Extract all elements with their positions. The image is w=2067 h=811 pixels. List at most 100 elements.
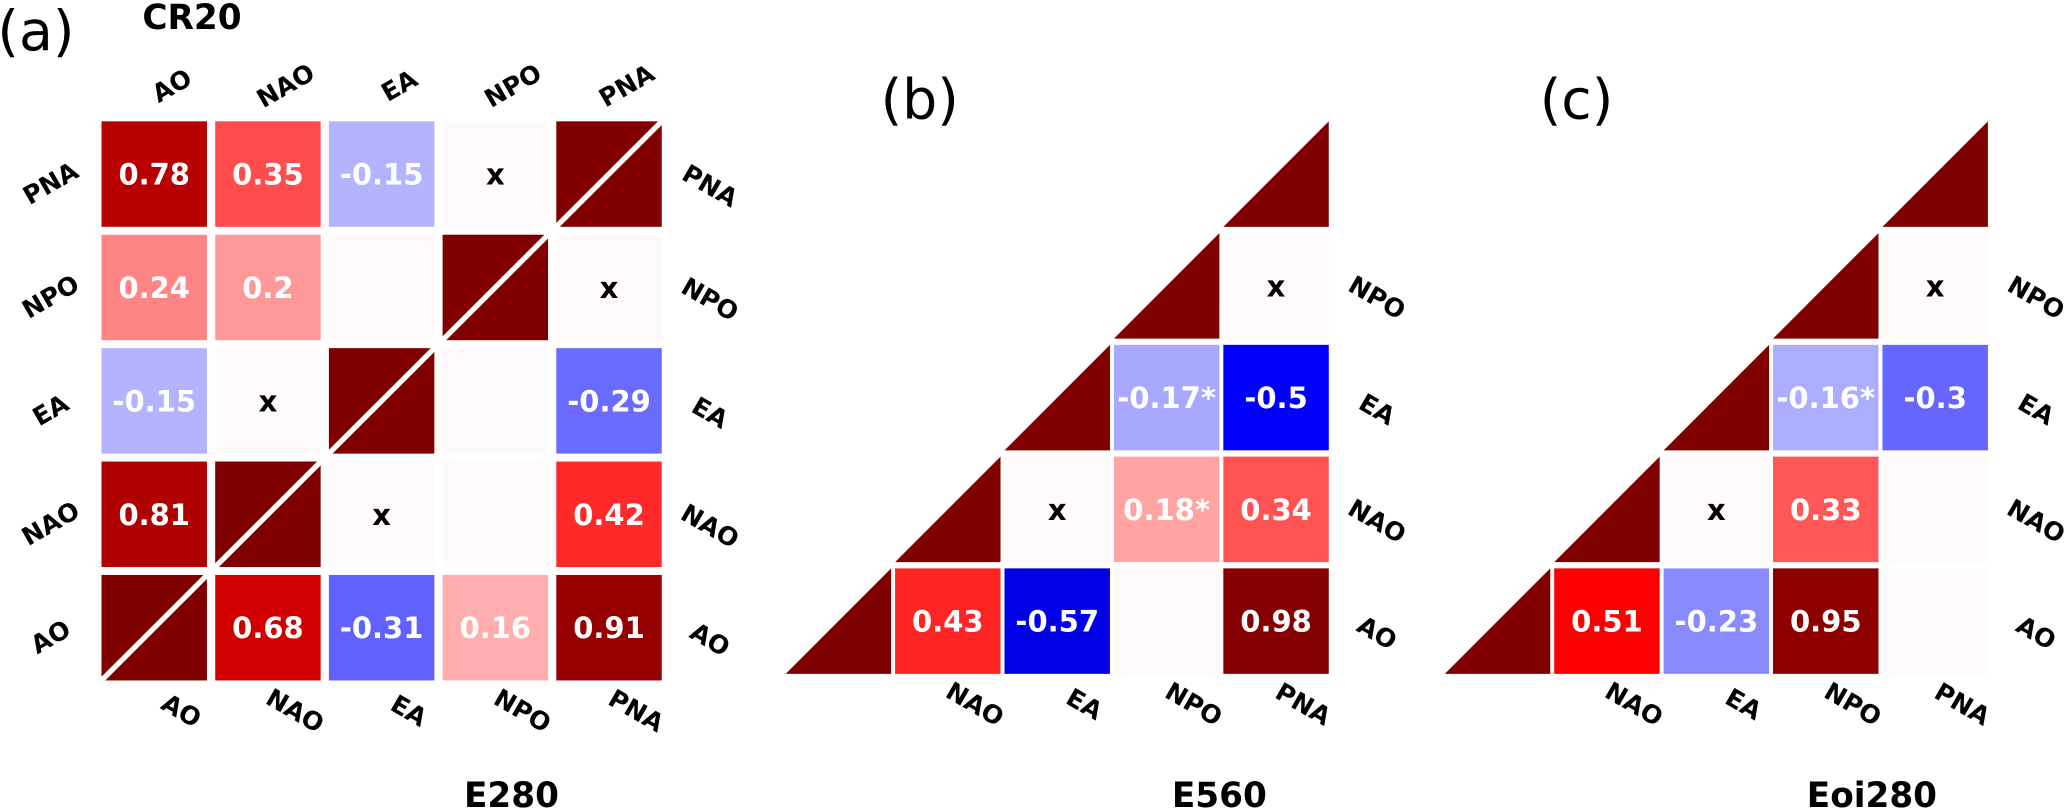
diagonal-triangle — [1223, 121, 1329, 227]
y-tick-label-right: NAO — [676, 498, 744, 554]
diagonal-divider — [97, 116, 667, 685]
cell-value-label: -0.17* — [1117, 381, 1216, 415]
heatmap-cell — [556, 461, 662, 568]
cell-value-label: 0.33 — [1790, 493, 1862, 527]
x-tick-label-bottom: PNA — [1271, 677, 1337, 732]
heatmap-cell — [442, 121, 549, 227]
heatmap-cell — [101, 234, 207, 341]
heatmap-cell — [1882, 344, 1988, 451]
heatmap-cell — [1223, 456, 1329, 563]
y-tick-label-right: AO — [685, 617, 735, 662]
cell-value-label: -0.31 — [340, 611, 424, 645]
cell-value-label: -0.29 — [567, 384, 651, 418]
cell-insignificant-mark: x — [600, 271, 619, 305]
cell-insignificant-mark: x — [1267, 269, 1286, 303]
diagonal-triangle — [785, 568, 892, 674]
heatmap-cell — [1223, 344, 1329, 451]
heatmap-cell — [1773, 568, 1879, 674]
heatmap-cell — [1113, 456, 1220, 563]
cell-insignificant-mark: x — [1707, 493, 1726, 527]
y-tick-label-right: AO — [1352, 610, 1402, 655]
x-tick-label-top: NAO — [252, 58, 320, 114]
heatmap-cell — [1004, 568, 1110, 674]
panel-xlabel: Eoi280 — [1807, 776, 1937, 811]
cell-value-label: -0.57 — [1015, 605, 1099, 639]
x-tick-label-top: EA — [376, 64, 423, 108]
x-tick-label-bottom: EA — [1720, 683, 1767, 727]
diagonal-triangle — [1113, 233, 1220, 339]
heatmap-cell — [556, 574, 662, 681]
heatmap-cell — [442, 348, 549, 454]
cell-value-label: 0.24 — [118, 271, 190, 305]
heatmap-cell — [215, 348, 321, 454]
diagonal-triangle — [1663, 344, 1770, 451]
heatmap-cell — [1113, 568, 1220, 674]
y-tick-label-left: AO — [26, 614, 76, 659]
heatmap-cell — [556, 348, 662, 454]
y-tick-label-right: NPO — [1343, 270, 1410, 325]
x-tick-label-top: NPO — [480, 58, 547, 113]
cell-value-label: 0.43 — [912, 605, 984, 639]
heatmap-cell — [1773, 456, 1879, 563]
y-tick-label-right: AO — [2011, 610, 2061, 655]
x-tick-label-bottom: PNA — [1930, 677, 1996, 732]
x-tick-label-bottom: PNA — [603, 684, 669, 739]
cell-value-label: 0.18* — [1123, 493, 1210, 527]
heatmap-cell — [1223, 568, 1329, 674]
heatmap-cell — [215, 121, 321, 227]
panel-label: (c) — [1540, 69, 1614, 133]
cell-insignificant-mark: x — [372, 498, 391, 532]
heatmap-cell — [328, 234, 435, 341]
x-tick-label-bottom: EA — [1061, 683, 1108, 727]
x-tick-label-bottom: EA — [386, 689, 433, 733]
diagonal-triangle — [1554, 456, 1660, 563]
heatmap-cell — [101, 121, 207, 227]
heatmap-cell — [328, 121, 435, 227]
y-tick-label-right: EA — [687, 391, 734, 435]
cell-value-label: 0.95 — [1790, 605, 1862, 639]
x-tick-label-top: PNA — [594, 58, 660, 113]
panel-title: CR20 — [142, 0, 241, 38]
y-tick-label-left: PNA — [18, 156, 84, 211]
diagonal-triangle — [1444, 568, 1551, 674]
y-tick-label-right: EA — [2013, 388, 2060, 432]
cell-value-label: 0.91 — [573, 611, 645, 645]
diagonal-triangle — [1882, 121, 1988, 227]
cell-insignificant-mark: x — [486, 158, 505, 192]
cell-value-label: -0.15 — [112, 384, 196, 418]
panel-xlabel: E280 — [464, 776, 559, 811]
cell-value-label: 0.98 — [1240, 605, 1312, 639]
x-tick-label-bottom: NAO — [261, 683, 329, 739]
x-tick-label-bottom: NPO — [1819, 676, 1886, 731]
heatmap-cell — [101, 461, 207, 568]
x-tick-label-bottom: NAO — [941, 676, 1009, 732]
cell-value-label: -0.15 — [340, 158, 424, 192]
heatmap-cell — [215, 234, 321, 341]
heatmap-cell — [1773, 344, 1879, 451]
panel-label: (a) — [0, 0, 74, 64]
y-tick-label-right: NPO — [676, 272, 743, 327]
cell-value-label: -0.23 — [1675, 605, 1759, 639]
cell-value-label: -0.5 — [1244, 381, 1307, 415]
heatmap-cell — [556, 234, 662, 341]
heatmap-cell — [1554, 568, 1660, 674]
cell-value-label: 0.81 — [118, 498, 190, 532]
heatmap-cell — [442, 461, 549, 568]
y-tick-label-right: NPO — [2003, 270, 2067, 325]
y-tick-label-left: EA — [28, 388, 75, 432]
cell-value-label: 0.16 — [460, 611, 532, 645]
cell-value-label: 0.35 — [232, 158, 304, 192]
y-tick-label-right: PNA — [677, 159, 743, 214]
diagonal-triangle — [895, 456, 1001, 563]
diagonal-triangle — [1773, 233, 1879, 339]
y-tick-label-left: NAO — [17, 496, 85, 552]
y-tick-label-right: NAO — [1343, 493, 1411, 549]
heatmap-cell — [1004, 456, 1110, 563]
cell-value-label: -0.16* — [1776, 381, 1875, 415]
cell-insignificant-mark: x — [259, 384, 278, 418]
heatmap-cell — [1882, 456, 1988, 563]
heatmap-cell — [1223, 233, 1329, 339]
